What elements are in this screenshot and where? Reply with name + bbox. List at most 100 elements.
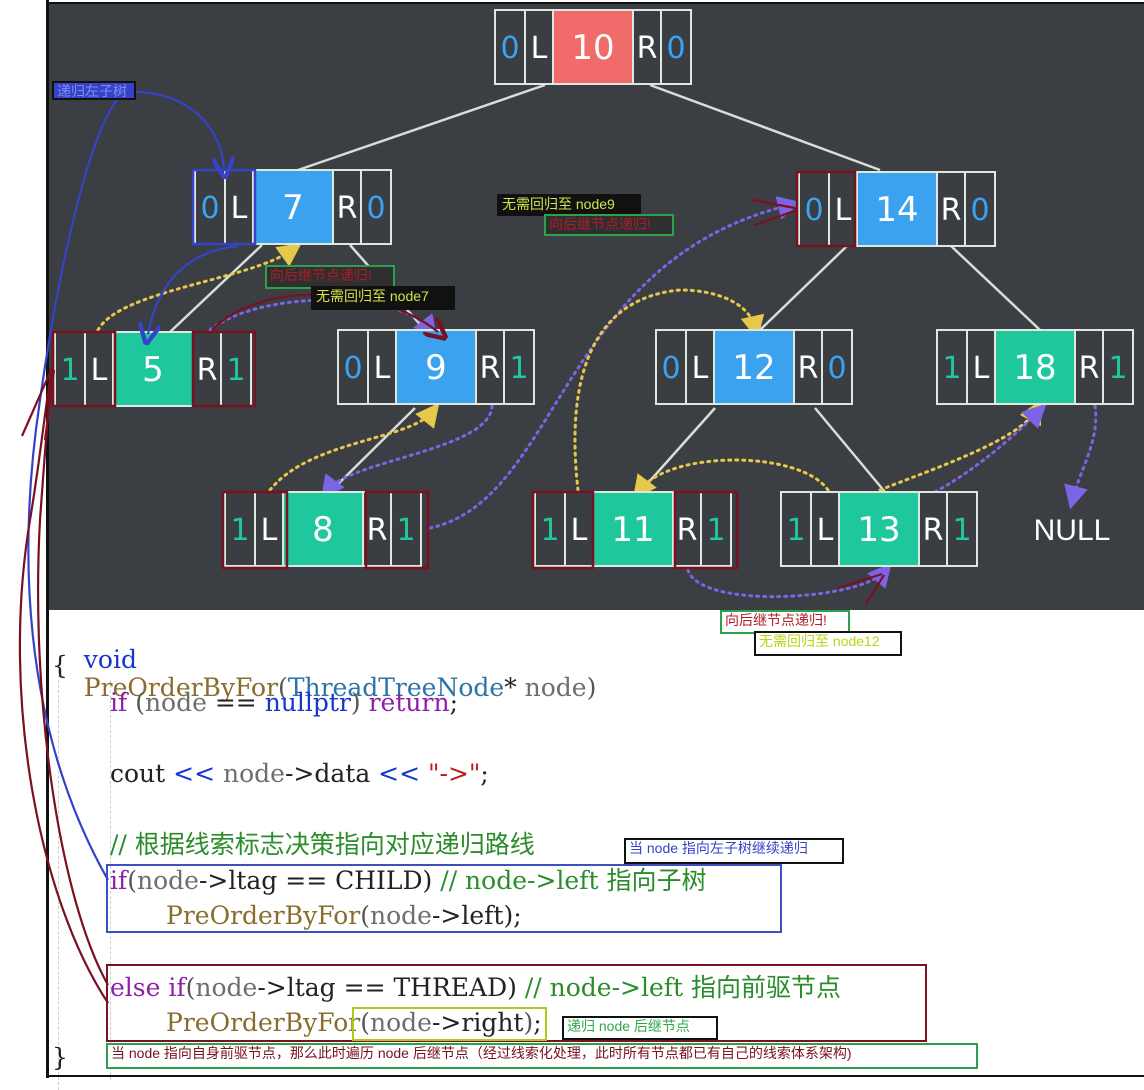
thread-9-to-8 — [320, 404, 494, 500]
highlight-node5-left — [51, 330, 117, 408]
ltag-cell — [655, 329, 687, 405]
value-cell-text: 7 — [282, 188, 304, 228]
highlight-node14-left — [795, 170, 857, 248]
string-literal: "->" — [420, 759, 481, 788]
rtag-cell — [964, 171, 996, 247]
left-label-cell — [966, 329, 996, 405]
right-label-cell-text: R — [941, 193, 962, 228]
left-label-cell-text: L — [817, 513, 834, 548]
node-highlight-boxes — [51, 168, 857, 570]
code-line-comment: // 根据线索标志决策指向对应递归路线 — [110, 830, 535, 859]
rtag-cell-text: 0 — [666, 31, 685, 66]
semicolon: ; — [449, 688, 458, 717]
right-label-cell — [475, 329, 505, 405]
dred-tick-2 — [43, 369, 56, 441]
null-label: NULL — [1034, 514, 1111, 547]
tree-edges — [169, 83, 1041, 493]
edge-14-12 — [759, 244, 849, 331]
cout: cout — [110, 759, 174, 788]
note-recurse-successor: 递归 node 后继节点 — [562, 1016, 718, 1040]
rtag-cell-text: 1 — [1108, 351, 1127, 386]
rtag-cell-text: 0 — [366, 191, 385, 226]
value-cell-text: 14 — [875, 190, 918, 230]
code-line-else-if-thread: else if(node->ltag == THREAD) // node->l… — [110, 974, 841, 1002]
right-label-cell — [192, 331, 222, 407]
value-cell — [282, 491, 364, 567]
indent-guide — [110, 680, 111, 1080]
right-label-cell — [362, 491, 392, 567]
note-when-left-child: 当 node 指向左子树继续递归 — [624, 838, 844, 864]
left-label-cell-text: L — [692, 351, 709, 386]
highlight-if-child-block — [106, 864, 782, 933]
paren: ( — [278, 673, 288, 702]
right-label-cell — [793, 329, 823, 405]
value-cell — [252, 169, 334, 245]
keyword-return: return — [368, 688, 450, 717]
right-label-cell-text: R — [923, 513, 944, 548]
keyword-nullptr: nullptr — [264, 688, 351, 717]
left-label-cell-text: L — [261, 513, 278, 548]
value-cell-text: 13 — [857, 510, 900, 550]
code-panel: void PreOrderByFor(ThreadTreeNode* node)… — [50, 610, 1144, 1090]
code-line-signature: void PreOrderByFor(ThreadTreeNode* node) — [52, 618, 597, 730]
keyword-else-if: else if — [110, 973, 186, 1002]
right-label-cell-text: R — [480, 351, 501, 386]
operator-shift: << — [378, 759, 421, 788]
note-no-backtrack-node7: 无需回归至 node7 — [311, 286, 455, 310]
var-node: node — [215, 759, 285, 788]
right-label-cell-text: R — [367, 513, 388, 548]
ltag-cell — [337, 329, 369, 405]
code-line-cout: cout << node->data << "->"; — [110, 760, 489, 788]
right-label-cell — [332, 169, 362, 245]
ltag-cell-text: 1 — [60, 353, 79, 388]
value-cell-text: 8 — [312, 510, 334, 550]
ltag-cell — [494, 9, 526, 85]
function-name: PreOrderByFor — [83, 673, 279, 702]
paren: ( — [127, 866, 138, 895]
ltag-cell-text: 0 — [661, 351, 680, 386]
highlight-node11-left — [531, 490, 595, 570]
pointer-star: * — [504, 673, 517, 702]
ltag-thread-condition: ->ltag == THREAD) — [257, 973, 525, 1002]
member-right: ->right — [431, 1008, 524, 1037]
frame-left-border — [46, 0, 49, 1078]
highlight-node11-right — [673, 490, 739, 570]
var-node: node — [370, 901, 432, 930]
param-name: node — [516, 673, 587, 702]
rtag-cell-text: 0 — [827, 351, 846, 386]
left-label-cell — [224, 169, 254, 245]
ltag-cell-text: 1 — [942, 351, 961, 386]
code-line-recurse-left: PreOrderByFor(node->left); — [166, 902, 522, 930]
ltag-cell-text: 0 — [500, 31, 519, 66]
var-node: node — [144, 688, 207, 717]
thread-8-to-14 — [428, 196, 802, 530]
thread-5-to-7 — [96, 243, 302, 332]
edge-14-18 — [949, 244, 1041, 331]
comment: // node->left 指向子树 — [440, 866, 707, 895]
ltag-cell-text: 1 — [786, 513, 805, 548]
blue-left-arrow — [148, 244, 239, 334]
rtag-cell — [946, 491, 978, 567]
rtag-cell-text: 1 — [226, 353, 245, 388]
edge-9-8 — [329, 407, 416, 493]
dred-code-link-1 — [18, 379, 109, 1004]
dred-tick-1 — [20, 367, 54, 437]
semicolon: ; — [480, 759, 489, 788]
code-line-recurse-right: PreOrderByFor(node->right); — [166, 1009, 542, 1037]
rtag-cell-text: 1 — [509, 351, 528, 386]
type-name: ThreadTreeNode — [287, 673, 505, 702]
right-label-cell-text: R — [1079, 351, 1100, 386]
edge-10-7 — [297, 83, 546, 172]
highlight-node8-right — [364, 490, 430, 570]
right-label-cell — [936, 171, 966, 247]
thread-13-to-18b — [933, 403, 1047, 494]
right-label-cell-text: R — [677, 513, 698, 548]
edge-10-14 — [649, 83, 881, 172]
frame-top-border — [46, 2, 1144, 4]
keyword-if: if — [110, 866, 128, 895]
rtag-cell — [503, 329, 535, 405]
